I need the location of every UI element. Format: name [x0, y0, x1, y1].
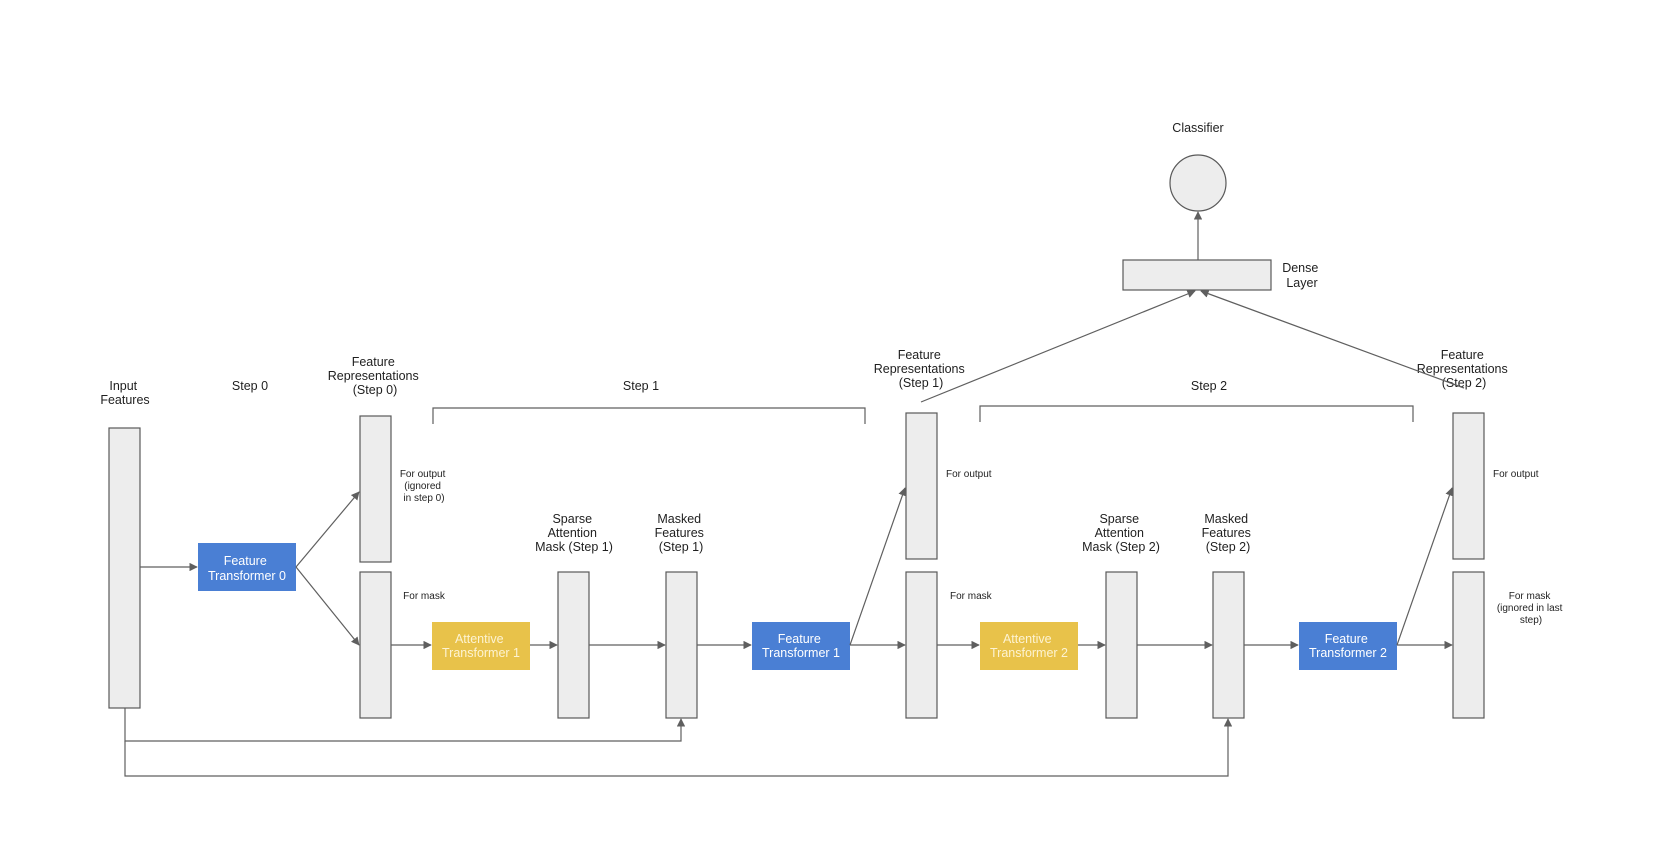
feature-transformer-2-block — [1299, 622, 1397, 670]
masked-features-step1-bar — [665, 571, 698, 719]
feature-transformer-1-label: Feature Transformer 1 — [762, 632, 840, 660]
step2-mask-note: For mask (ignored in last step) — [1497, 591, 1565, 626]
step0-output-note: For output (ignored in step 0) — [400, 469, 448, 504]
sparse-attention-mask-step2-label: Sparse Attention Mask (Step 2) — [1082, 512, 1160, 554]
step-2-bracket — [979, 405, 1414, 422]
edge-ft1-to-output1 — [849, 487, 907, 646]
step2-output-note: For output — [1493, 469, 1539, 480]
step1-output-note: For output — [946, 469, 992, 480]
attentive-transformer-1-label: Attentive Transformer 1 — [442, 632, 520, 660]
edge-ft2-to-output2 — [1396, 487, 1454, 646]
sparse-attention-mask-step1-bar — [557, 571, 590, 719]
step0-mask-bar — [359, 571, 392, 719]
step-1-label: Step 1 — [623, 379, 659, 393]
input-features-label: Input Features — [100, 379, 149, 407]
dense-layer-label: Dense Layer — [1282, 261, 1322, 290]
edge-output2-to-dense — [1200, 289, 1465, 389]
step1-mask-note: For mask — [950, 591, 993, 602]
feature-representations-step2-label: Feature Representations (Step 2) — [1417, 348, 1512, 390]
masked-features-step2-bar — [1212, 571, 1245, 719]
edge-input-to-mf1 — [124, 708, 686, 742]
step2-output-bar — [1452, 412, 1485, 560]
feature-representations-step0-label: Feature Representations (Step 0) — [328, 355, 423, 397]
attentive-transformer-2-label: Attentive Transformer 2 — [990, 632, 1068, 660]
step2-mask-bar — [1452, 571, 1485, 719]
classifier-node — [1169, 154, 1227, 212]
masked-features-step1-label: Masked Features (Step 1) — [655, 512, 708, 554]
attentive-transformer-1-block — [432, 622, 530, 670]
step-2-label: Step 2 — [1191, 379, 1227, 393]
dense-layer-bar — [1122, 259, 1272, 291]
edge-input-to-mf2 — [124, 718, 1233, 777]
edge-ft0-to-mask — [295, 566, 360, 646]
feature-transformer-0-label: Feature Transformer 0 — [208, 554, 286, 583]
masked-features-step2-label: Masked Features (Step 2) — [1202, 512, 1255, 554]
step0-output-bar — [359, 415, 392, 563]
step0-mask-note: For mask — [403, 591, 446, 602]
input-features-bar — [108, 427, 141, 709]
classifier-label: Classifier — [1172, 121, 1223, 135]
feature-transformer-1-block — [752, 622, 850, 670]
step-1-bracket — [432, 407, 866, 424]
sparse-attention-mask-step1-label: Sparse Attention Mask (Step 1) — [535, 512, 613, 554]
step-0-label: Step 0 — [232, 379, 268, 393]
edge-output1-to-dense — [920, 289, 1196, 403]
feature-transformer-2-label: Feature Transformer 2 — [1309, 632, 1387, 660]
feature-transformer-0-block — [198, 543, 296, 591]
attentive-transformer-2-block — [980, 622, 1078, 670]
step1-mask-bar — [905, 571, 938, 719]
step1-output-bar — [905, 412, 938, 560]
feature-representations-step1-label: Feature Representations (Step 1) — [874, 348, 969, 390]
edge-ft0-to-output — [295, 491, 360, 568]
sparse-attention-mask-step2-bar — [1105, 571, 1138, 719]
